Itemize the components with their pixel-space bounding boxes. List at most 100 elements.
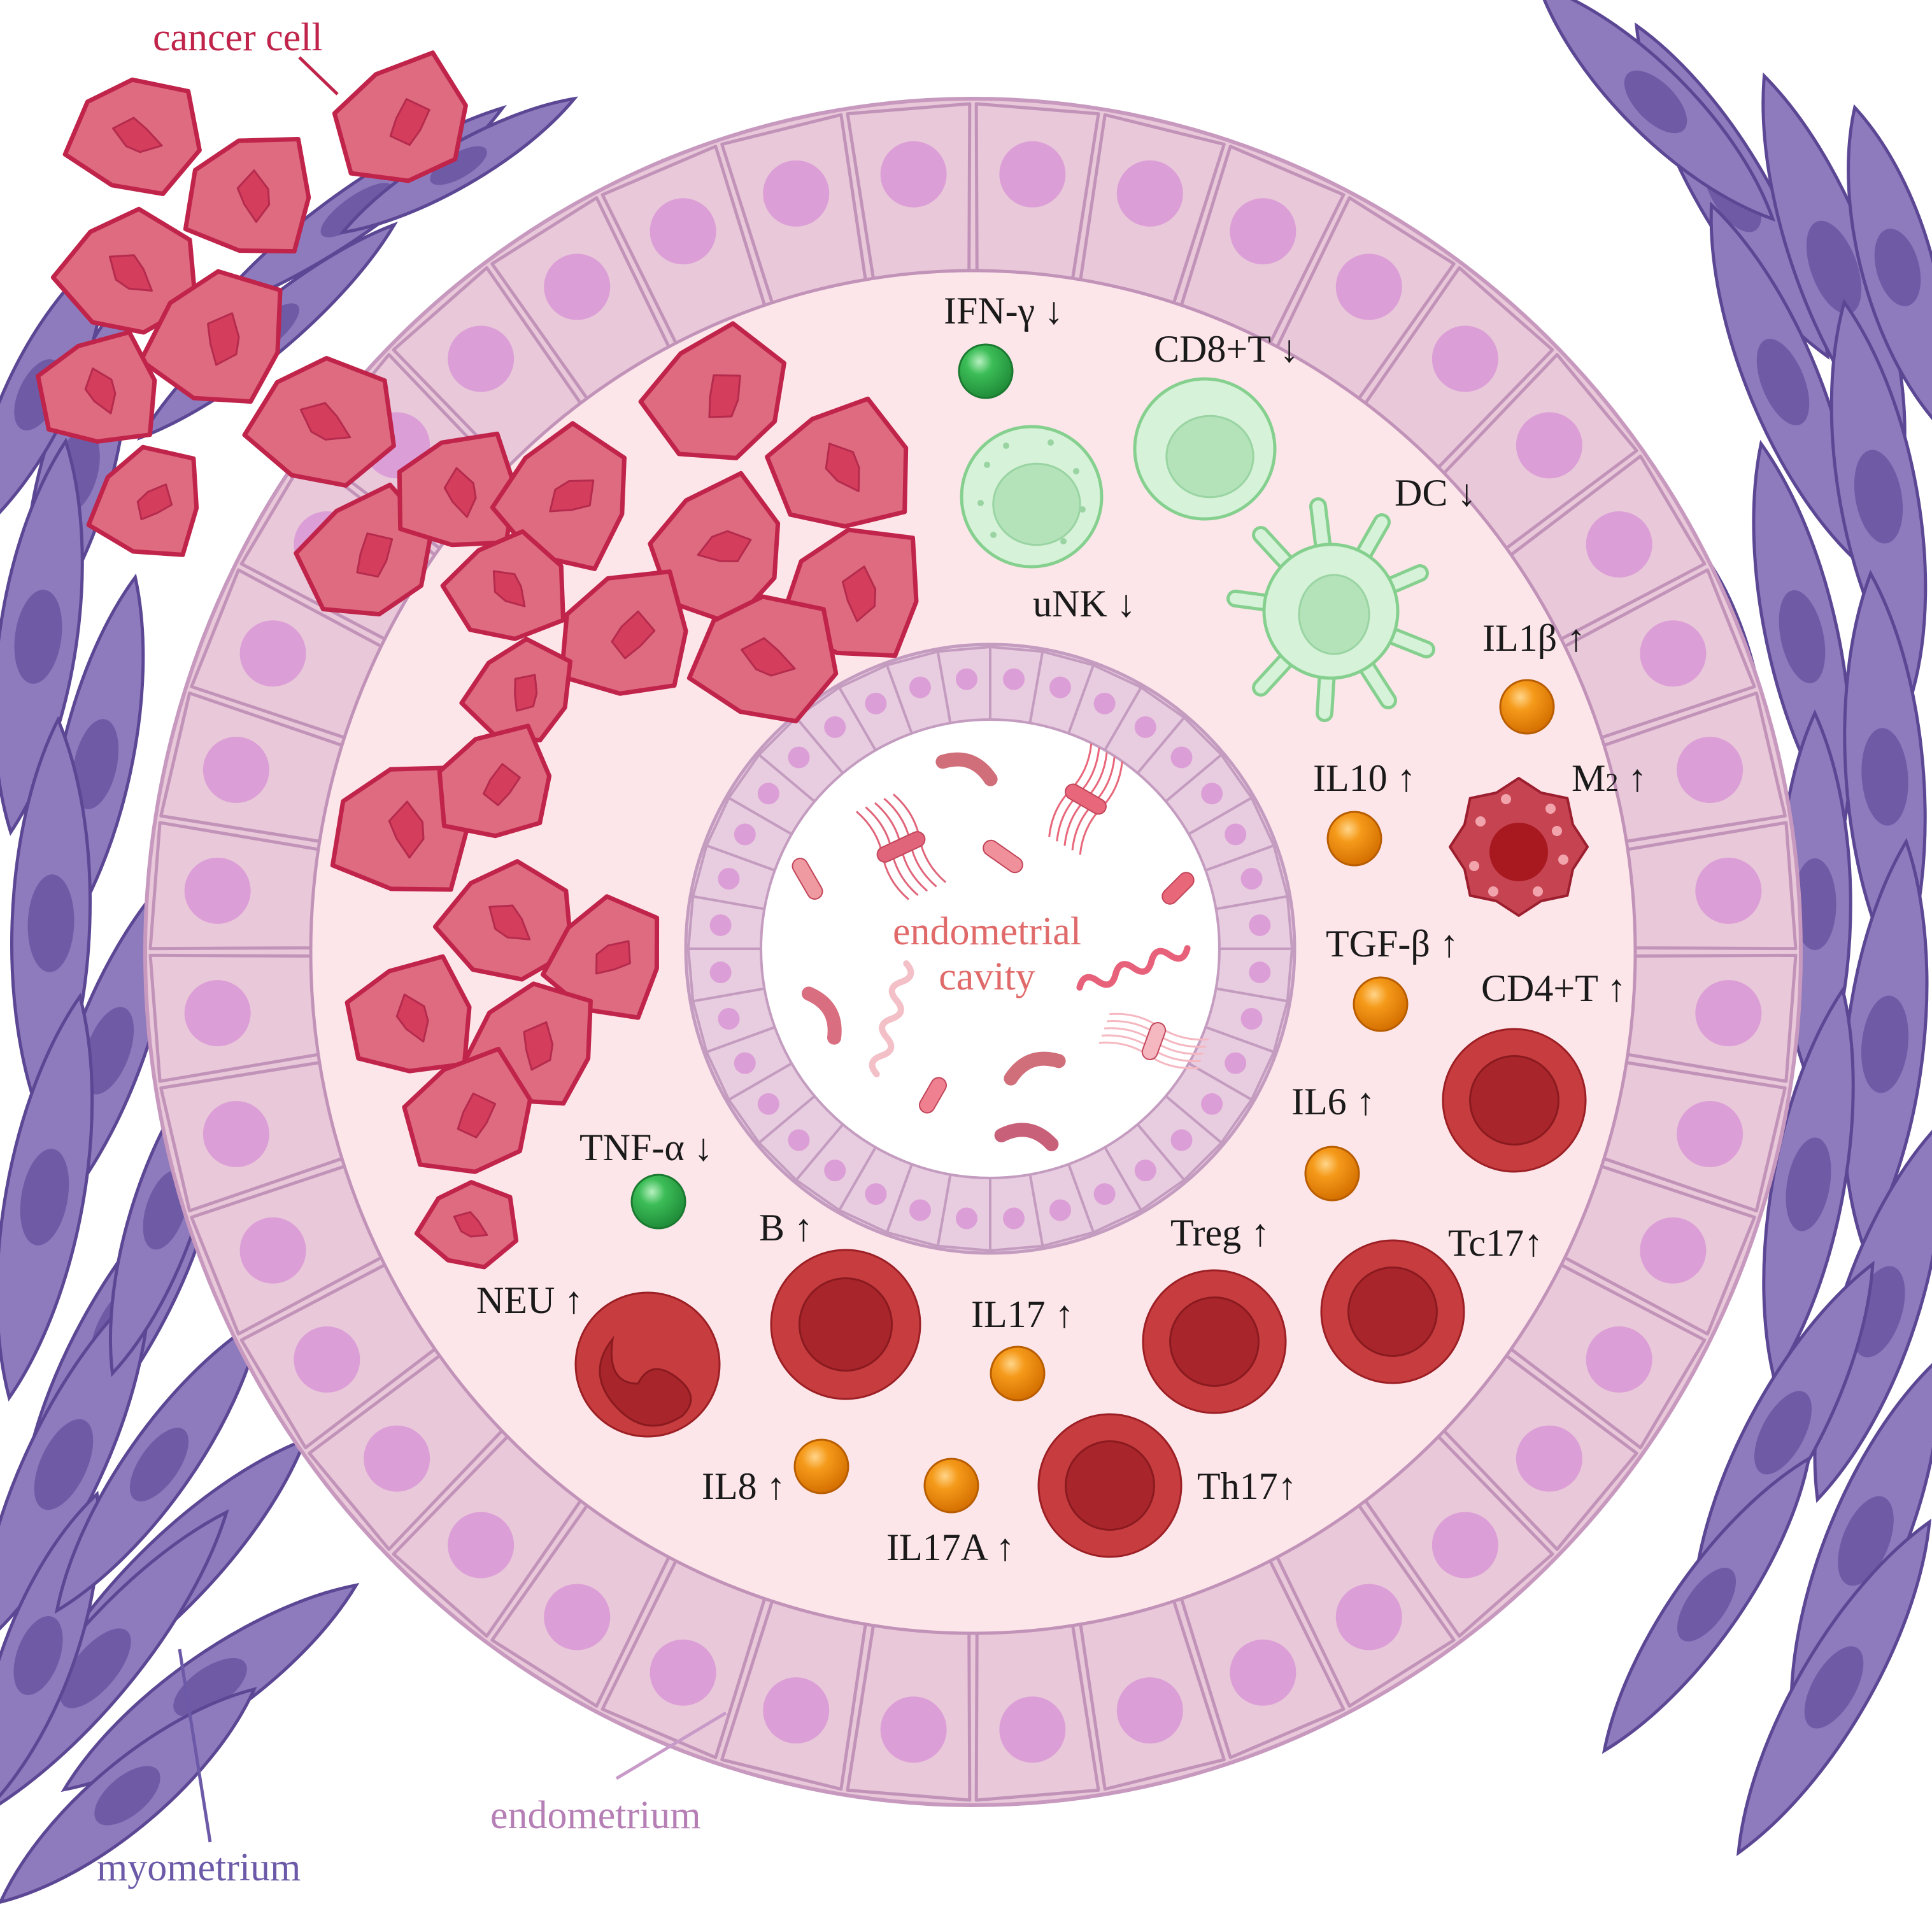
endometrial-nucleus	[1516, 412, 1582, 479]
cancer-cell-nucleus	[356, 532, 394, 578]
inner-cell-nucleus	[1049, 1199, 1071, 1221]
ifn-gamma-sphere-icon	[958, 343, 1014, 399]
endometrial-nucleus	[1230, 198, 1296, 265]
cancer-cell	[402, 1046, 532, 1174]
cancer-cell	[648, 471, 781, 627]
inner-cell-nucleus	[1093, 1183, 1116, 1205]
bacteria-body	[1161, 872, 1195, 905]
cancer-cell-nucleus	[236, 169, 271, 224]
myometrium-nucleus	[1786, 1137, 1831, 1231]
cancer-cell-nucleus	[514, 674, 538, 712]
granule	[1060, 538, 1067, 544]
myometrium-nucleus	[1874, 229, 1921, 306]
cancer-cell	[332, 50, 468, 183]
myometrium-nucleus	[1754, 1391, 1812, 1475]
inner-cell-nucleus	[709, 962, 732, 984]
inner-cell-nucleus	[909, 1199, 932, 1221]
cancer-cell	[432, 859, 574, 982]
myometrium-cell	[1752, 439, 1852, 834]
cancer-cell	[686, 594, 839, 724]
myometrium-cell	[1736, 1518, 1932, 1857]
bacteria-body	[792, 858, 823, 900]
bacteria-icon	[802, 986, 842, 1045]
endometrial-nucleus	[1431, 325, 1498, 392]
inner-epithelial-cell	[1067, 663, 1143, 752]
endometrial-cell	[600, 145, 767, 345]
granule	[977, 500, 984, 506]
cancer-cell-nucleus	[84, 367, 117, 415]
myometrium-label: myometrium	[97, 1846, 301, 1889]
treg-label: Treg ↑	[1170, 1212, 1270, 1254]
cd4-t-label: CD4+T ↑	[1481, 967, 1626, 1009]
inner-cell-nucleus	[1249, 914, 1271, 936]
bacteria-icon	[919, 1077, 947, 1114]
il6-sphere-icon	[1304, 1146, 1360, 1202]
granule	[1079, 506, 1086, 513]
m2-vesicle	[1469, 861, 1479, 871]
inner-cell-nucleus	[1003, 668, 1025, 690]
bacteria-body	[1076, 945, 1191, 991]
cancer-cell	[138, 269, 283, 404]
inner-cell-nucleus	[1170, 746, 1193, 769]
endometrial-nucleus	[202, 1100, 269, 1167]
cd8-t-cell-icon-nucleus	[1165, 415, 1254, 499]
cancer-cell-nucleus	[697, 530, 752, 562]
inner-epithelial-cell	[1214, 895, 1294, 950]
myometrium-nucleus	[173, 1657, 247, 1717]
endometrial-nucleus	[1335, 253, 1402, 320]
cancer-cell-nucleus	[825, 443, 860, 492]
m2-label-main: M	[1572, 757, 1606, 799]
cancer-cell	[540, 894, 660, 1020]
dendritic-cell-icon	[1226, 497, 1435, 722]
endometrial-nucleus	[239, 620, 306, 687]
granule	[984, 462, 990, 468]
myometrium-cell	[1847, 104, 1932, 431]
myometrium-nucleus	[1756, 339, 1810, 425]
endometrial-nucleus	[1640, 620, 1707, 687]
granule	[1073, 468, 1079, 474]
endometrial-nucleus	[1116, 1677, 1183, 1744]
bacteria-icon	[869, 960, 914, 1077]
myometrium-cell	[1602, 1455, 1812, 1754]
inner-cell-nucleus	[788, 746, 810, 769]
endometrial-cell	[159, 691, 344, 843]
inner-cell-nucleus	[1170, 1129, 1193, 1151]
inner-cell-nucleus	[1240, 1007, 1263, 1030]
immune-cells	[574, 343, 1589, 1558]
bacteria-body	[935, 752, 998, 786]
bacteria-body	[983, 839, 1023, 874]
myometrium-nucleus	[1861, 995, 1909, 1093]
endometrial-cell	[1275, 196, 1456, 401]
inner-cell-nucleus	[734, 1052, 756, 1074]
cancer-cell-nucleus	[443, 467, 477, 518]
inner-epithelial-cell	[936, 645, 991, 725]
endometrial-nucleus	[239, 1217, 306, 1284]
cd8-t-cell-icon	[1133, 377, 1277, 521]
tc17-cell-icon	[1320, 1239, 1465, 1384]
endometrial-cell	[846, 102, 972, 280]
bacteria-icon	[1161, 872, 1195, 905]
m2-vesicle	[1552, 826, 1562, 836]
endometrial-nucleus	[1431, 1512, 1498, 1579]
myometrium-nucleus	[430, 146, 487, 185]
cancer-cell-leader-line	[298, 56, 339, 96]
endometrial-nucleus	[650, 1639, 716, 1706]
inner-epithelial-cell	[1028, 649, 1095, 735]
cancer-cell-nucleus	[492, 570, 526, 607]
endometrial-cell	[846, 1624, 972, 1802]
m2-label-arrow: ↑	[1618, 757, 1647, 799]
cancer-cell-nucleus	[841, 565, 877, 623]
myometrium-nucleus	[320, 183, 393, 238]
endometrial-nucleus	[364, 1425, 430, 1492]
leader-lines	[178, 56, 727, 1843]
th17-cell-icon-nucleus	[1065, 1440, 1155, 1531]
cancer-cell	[765, 396, 909, 529]
cancer-cell-nucleus	[549, 479, 595, 513]
cancer-cell	[50, 206, 198, 335]
inner-epithelial-cell	[1187, 1025, 1276, 1102]
m2-vesicle	[1558, 855, 1568, 865]
cancer-cell	[459, 637, 573, 742]
m2-vesicle	[1533, 886, 1543, 897]
